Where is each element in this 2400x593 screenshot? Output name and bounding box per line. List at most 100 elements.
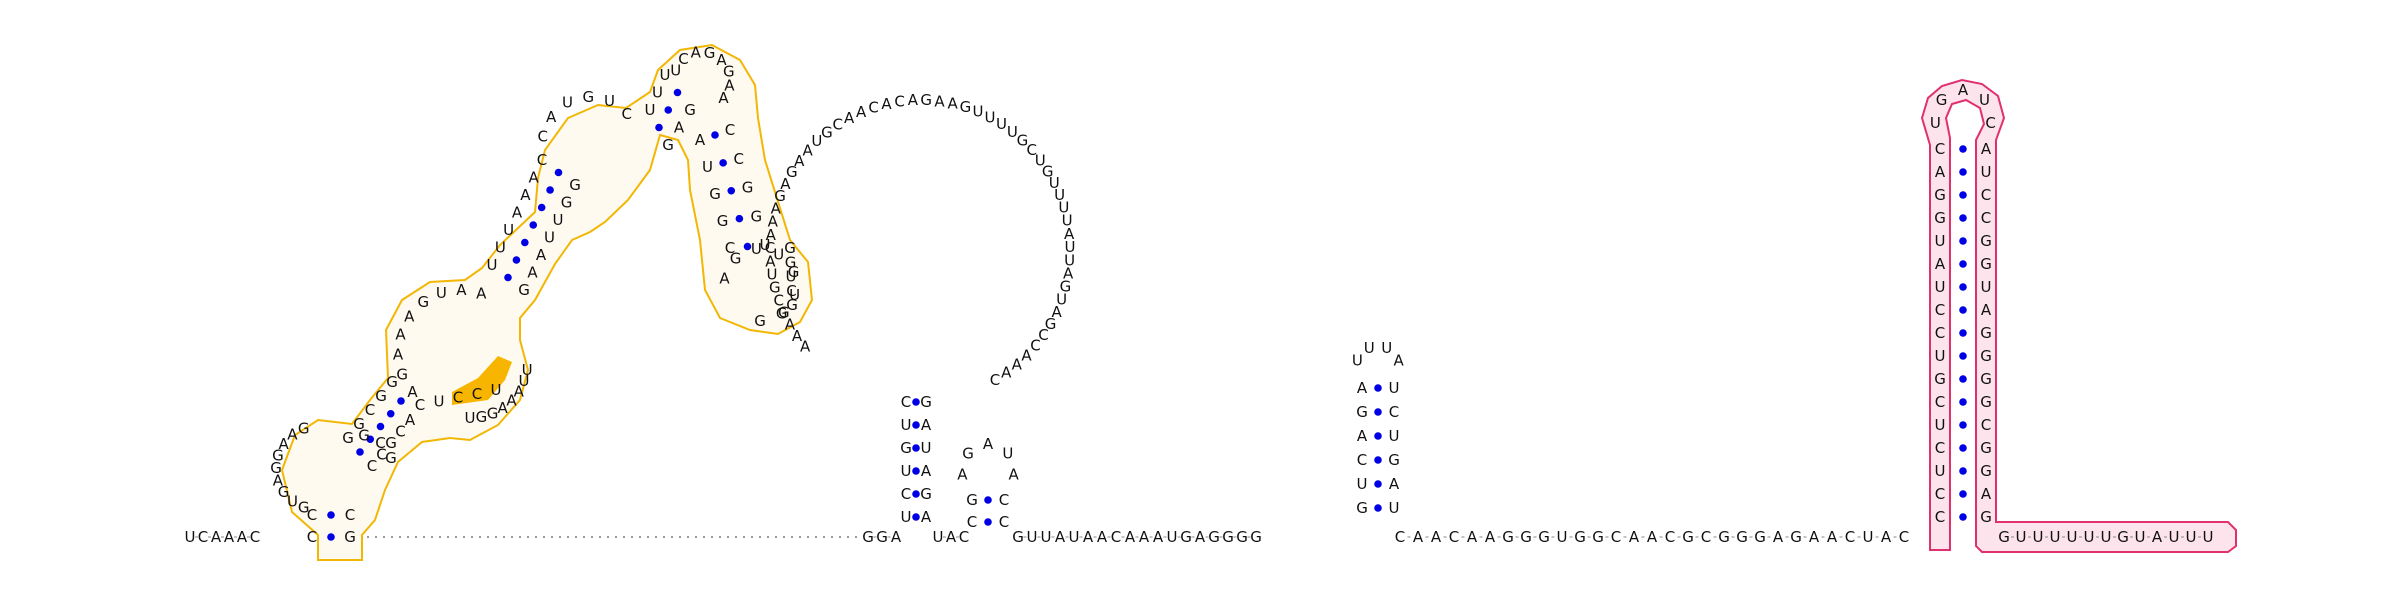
- domain-1-base: A: [716, 51, 727, 69]
- domain-2-base: C: [1935, 393, 1945, 411]
- linker-dot: [439, 536, 441, 538]
- backbone-base: C: [1611, 528, 1621, 546]
- backbone-base: G: [1180, 528, 1192, 546]
- multiloop-base: A: [934, 92, 945, 110]
- backbone-base: G: [1222, 528, 1234, 546]
- backbone-base: U: [933, 528, 944, 546]
- base-pair-dot: [1959, 145, 1967, 153]
- linker-dot: [367, 536, 369, 538]
- domain-1-base: A: [404, 307, 415, 325]
- backbone: [195, 536, 2201, 538]
- base-pair-dot: [727, 186, 736, 195]
- multiloop-base: A: [844, 109, 855, 127]
- domain-2-base: U: [1935, 416, 1946, 434]
- domain-1-base: G: [750, 207, 762, 225]
- linker-dot: [655, 536, 657, 538]
- domain-1-base: G: [742, 179, 754, 197]
- domain-1-base: U: [287, 492, 298, 510]
- domain-1-base: G: [662, 136, 674, 154]
- base-pair-dot: [655, 123, 663, 132]
- domain-1-base: U: [660, 66, 671, 84]
- domain-2-base: A: [1981, 140, 1992, 158]
- linker-dot: [807, 536, 809, 538]
- linker-dot: [455, 536, 457, 538]
- domain-1-base: A: [695, 131, 706, 149]
- multiloop-base: G: [774, 187, 786, 205]
- domain-1-base: G: [386, 373, 398, 391]
- backbone-base: A: [1809, 528, 1820, 546]
- domain-1-base: C: [453, 389, 463, 407]
- domain-1-base: U: [503, 221, 514, 239]
- stem-2-base: U: [901, 416, 912, 434]
- hairpin-3-base: C: [1389, 403, 1399, 421]
- multiloop-base: A: [765, 252, 776, 270]
- domain-2-base: C: [1935, 301, 1945, 319]
- domain-2-base: U: [1935, 232, 1946, 250]
- five-prime-base: C: [198, 528, 208, 546]
- domain-1-base: U: [786, 268, 797, 286]
- linker-dot: [583, 536, 585, 538]
- multiloop-base: C: [868, 98, 878, 116]
- multiloop-base: A: [908, 91, 919, 109]
- domain-1-base: A: [506, 391, 517, 409]
- base-pair-dot: [912, 467, 920, 475]
- base-pair-dot: [912, 398, 920, 406]
- domain-1-base: A: [278, 435, 289, 453]
- linker-dot: [599, 536, 601, 538]
- base-pair-dot: [1959, 168, 1967, 176]
- stem-2-base: U: [921, 439, 932, 457]
- linker-dot: [567, 536, 569, 538]
- backbone-base: G: [862, 528, 874, 546]
- backbone-base: A: [1467, 528, 1478, 546]
- hairpin-3-base: U: [1389, 427, 1400, 445]
- domain-2-base: G: [1980, 508, 1992, 526]
- domain-1-base: G: [561, 194, 573, 212]
- multiloop-base: U: [1064, 251, 1075, 269]
- domain-2-base: U: [1935, 462, 1946, 480]
- five-prime-base: A: [224, 528, 235, 546]
- hairpin-3-base: C: [1357, 451, 1367, 469]
- domain-1-base: U: [562, 94, 573, 112]
- backbone-base: C: [1395, 528, 1405, 546]
- domain-1-base: G: [385, 449, 397, 467]
- linker-dot: [415, 536, 417, 538]
- linker-dot: [615, 536, 617, 538]
- base-pair-dot: [984, 518, 992, 526]
- base-pair-dot: [1374, 432, 1382, 440]
- multiloop-base: A: [800, 337, 811, 355]
- domain-1-base: A: [273, 472, 284, 490]
- linker-dot: [687, 536, 689, 538]
- hairpin-3-base: G: [1356, 499, 1368, 517]
- domain-1-base: G: [776, 305, 788, 323]
- domain-1-base: A: [476, 285, 487, 303]
- domain-2-base: G: [1980, 324, 1992, 342]
- linker-dot: [495, 536, 497, 538]
- backbone-base: U: [1863, 528, 1874, 546]
- base-pair-dot: [1374, 480, 1382, 488]
- domain-1-base: A: [405, 411, 416, 429]
- backbone-base: G: [1502, 528, 1514, 546]
- multiloop-base: U: [1054, 186, 1065, 204]
- backbone-base: A: [946, 528, 957, 546]
- backbone-base: A: [1773, 528, 1784, 546]
- domain-1-base: A: [527, 264, 538, 282]
- five-prime-base: A: [211, 528, 222, 546]
- domain-2-base: U: [1935, 278, 1946, 296]
- base-pair-dot: [1959, 513, 1967, 521]
- multiloop-base: A: [785, 316, 796, 334]
- multiloop-base: A: [856, 103, 867, 121]
- domain-1-base: G: [754, 312, 766, 330]
- linker-dot: [711, 536, 713, 538]
- backbone-base: U: [1069, 528, 1080, 546]
- multiloop-base: A: [780, 175, 791, 193]
- base-pair-dot: [397, 397, 405, 405]
- domain-1-base: G: [344, 528, 356, 546]
- domain-1-base: G: [298, 420, 310, 438]
- linker-dot: [399, 536, 401, 538]
- domain-1-base: U: [751, 240, 762, 258]
- multiloop-base: A: [1064, 225, 1075, 243]
- hairpin-2-base: A: [983, 435, 994, 453]
- backbone-base: G: [1574, 528, 1586, 546]
- domain-2-base: G: [1980, 462, 1992, 480]
